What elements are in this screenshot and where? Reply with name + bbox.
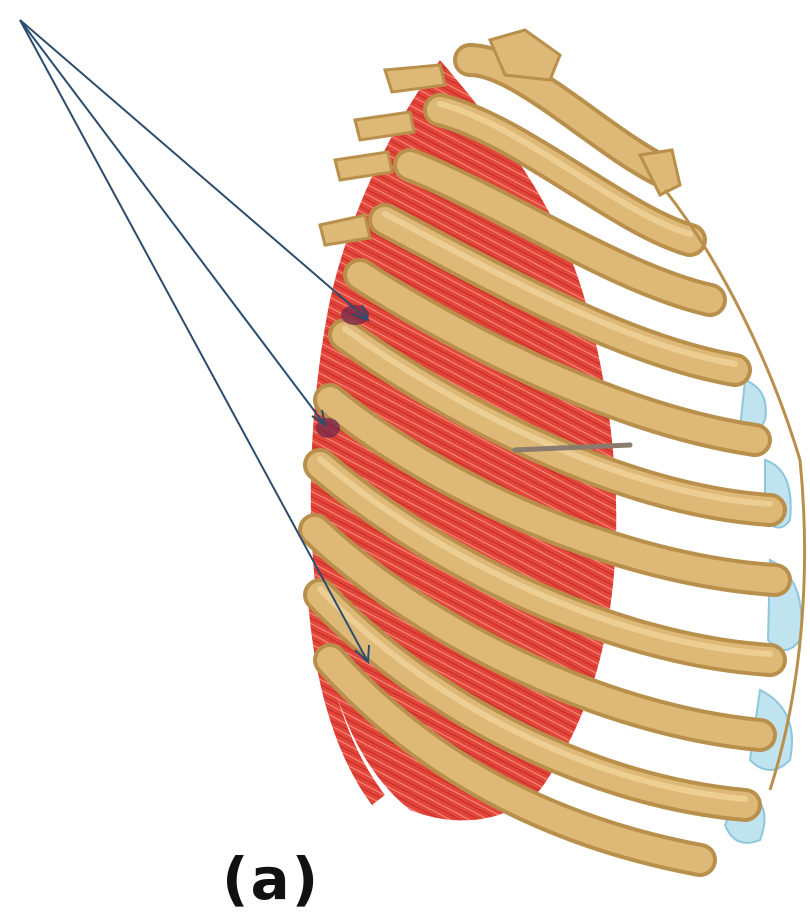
panel-label: (a)	[222, 850, 320, 908]
pointer-lines	[20, 20, 368, 662]
pointer-line-3	[20, 20, 368, 662]
pointer-line-2	[20, 20, 325, 425]
pointer-line-1	[20, 20, 368, 320]
rib-cage-illustration	[0, 0, 810, 893]
